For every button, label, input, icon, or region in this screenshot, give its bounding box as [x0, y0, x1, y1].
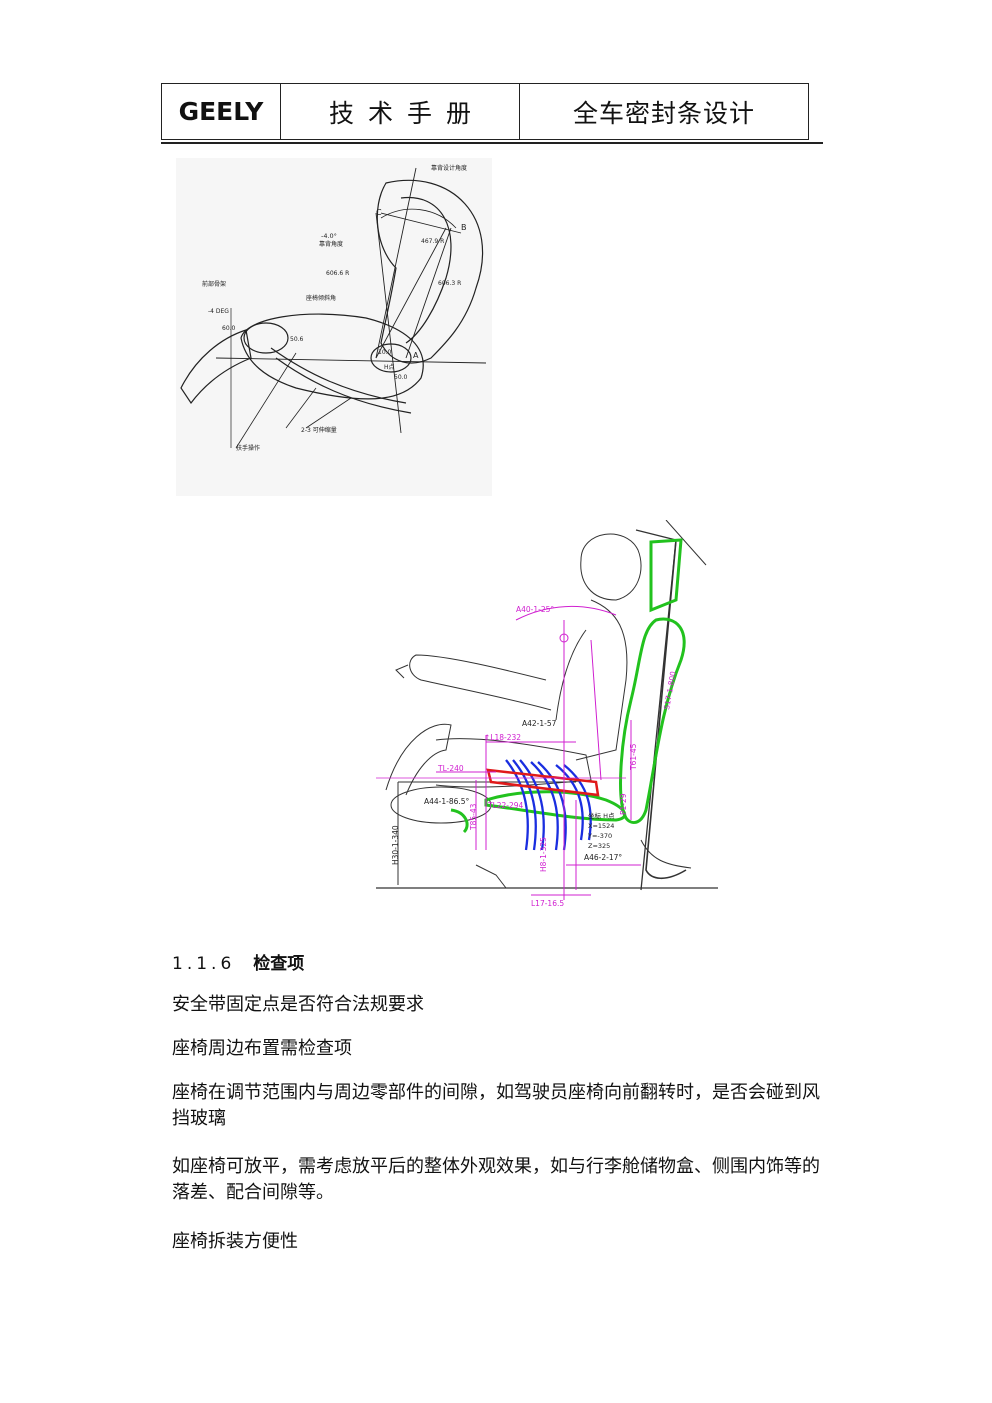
a42-label: A42-1-57 [522, 719, 557, 728]
h8-label: H8-1-325 [539, 837, 548, 872]
point-b-label: B [461, 223, 467, 232]
seat-geometry-drawing: 靠背设计角度 -4.0° 靠背角度 C B A 467.9 R 606.6 R … [176, 158, 492, 496]
minus4-deg-label: -4 DEG [208, 308, 229, 315]
tl240-label: TL-240 [437, 764, 464, 773]
radius-2-label: 606.6 R [326, 270, 349, 277]
p1-label: P1-29 [619, 793, 628, 815]
value-60-label: 60.0 [222, 325, 236, 332]
minus4-label: -4.0° [321, 232, 337, 240]
t85-label: T85-43 [469, 803, 478, 831]
coord-y: Y=-370 [587, 832, 612, 840]
l22-label: TL22-294 [487, 801, 524, 810]
section-number: 1.1.6 [172, 954, 236, 974]
l17-label: L17-16.5 [531, 899, 564, 908]
paragraph-seatbelt: 安全带固定点是否符合法规要求 [172, 994, 424, 1015]
paragraph-serviceability: 座椅拆装方便性 [172, 1231, 298, 1252]
radius-1-label: 467.9 R [421, 238, 444, 245]
l18-label: ↑L18-232 [484, 733, 521, 742]
section-title: 检查项 [253, 954, 305, 974]
front-frame-label: 前部骨架 [202, 280, 226, 288]
cushion-angle-label: 座椅倾斜角 [306, 294, 336, 302]
seat-geometry-figure: 靠背设计角度 -4.0° 靠背角度 C B A 467.9 R 606.6 R … [176, 158, 492, 496]
t61-label: T61-45 [629, 743, 638, 771]
point-a-label: A [413, 351, 419, 360]
a40-label: A40-1-25° [516, 605, 554, 614]
s17-label: S17-1-800 [662, 670, 678, 710]
paragraph-surroundings: 座椅周边布置需检查项 [172, 1038, 352, 1059]
back-angle-label: 靠背角度 [319, 240, 343, 248]
document-title: 全车密封条设计 [572, 98, 755, 128]
h30-label: H30-1-340 [391, 825, 400, 865]
header-divider [161, 142, 823, 144]
value-10-label: 10.0 [378, 349, 392, 356]
value-50-0-label: 50.0 [394, 374, 408, 381]
design-angle-label: 靠背设计角度 [431, 164, 467, 172]
section-heading: 1.1.6 检查项 [172, 949, 304, 974]
manual-label: 技术手册 [281, 84, 520, 139]
occupant-package-figure: A40-1-25° A42-1-57 ↑L18-232 TL-240 A44-1… [376, 520, 718, 912]
h-point-label: H点 [384, 363, 395, 371]
coord-title: 坐标 H点 [588, 811, 615, 820]
page-header: GEELY 技术手册 全车密封条设计 [161, 83, 809, 140]
coord-x: X=1524 [588, 822, 614, 830]
geely-logo: GEELY [162, 84, 281, 139]
paragraph-clearance: 座椅在调节范围内与周边零部件的间隙，如驾驶员座椅向前翻转时，是否会碰到风挡玻璃 [172, 1082, 820, 1129]
radius-3-label: 606.3 R [438, 280, 461, 287]
point-c-label: C [376, 208, 382, 217]
paragraph-fold-flat: 如座椅可放平，需考虑放平后的整体外观效果，如与行李舱储物盒、侧围内饰等的落差、配… [172, 1156, 820, 1203]
a44-label: A44-1-86.5° [424, 797, 470, 806]
a46-label: A46-2-17° [584, 853, 622, 862]
coord-z: Z=325 [588, 842, 610, 850]
spring-note-label: 2-3 可伸缩量 [301, 426, 337, 434]
support-label: 扶手操作 [236, 444, 260, 452]
value-50-6-label: 50.6 [290, 336, 304, 343]
occupant-package-drawing: A40-1-25° A42-1-57 ↑L18-232 TL-240 A44-1… [376, 520, 718, 908]
